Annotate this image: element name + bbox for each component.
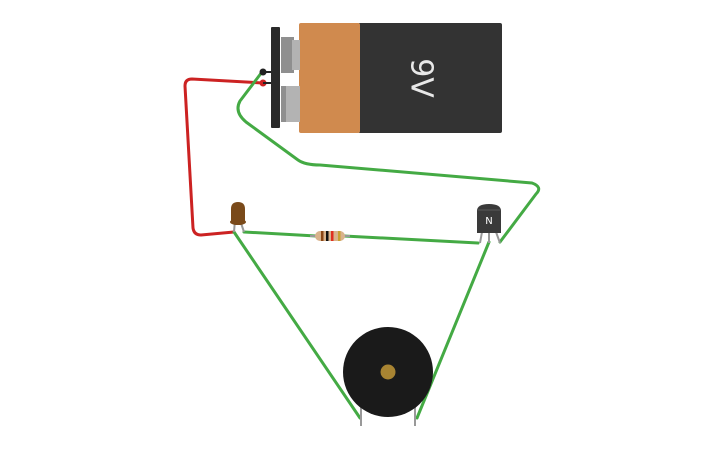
battery-9v[interactable]: 9V — [259, 23, 503, 133]
wire-green-resistor-to-transistor[interactable] — [342, 234, 480, 245]
battery-snap-plate — [271, 27, 280, 128]
resistor-band-1 — [321, 231, 324, 241]
buzzer-center — [380, 364, 396, 380]
wire-green-led-to-buzzer[interactable] — [232, 230, 362, 420]
resistor-band-2 — [326, 231, 329, 241]
led[interactable] — [230, 202, 246, 233]
wires — [183, 70, 541, 420]
wire-green-led-to-resistor[interactable] — [242, 230, 318, 238]
resistor[interactable] — [310, 231, 350, 241]
battery-label: 9V — [404, 58, 439, 98]
battery-body — [358, 23, 502, 133]
battery-terminal-positive — [281, 37, 294, 73]
led-rim — [230, 219, 246, 225]
transistor-npn[interactable]: N — [477, 204, 501, 244]
led-body — [231, 202, 245, 225]
resistor-band-4 — [338, 231, 341, 241]
wire-red-battery-to-led[interactable] — [183, 77, 265, 237]
wire-green-battery-to-transistor[interactable] — [236, 70, 541, 244]
transistor-lead-3 — [495, 231, 501, 244]
transistor-lead-1 — [479, 231, 483, 244]
transistor-body — [477, 204, 501, 233]
battery-terminal-negative-ring — [286, 86, 300, 122]
battery-copper-cap — [299, 23, 360, 133]
resistor-band-3 — [331, 231, 334, 241]
battery-terminal-positive-ring — [292, 40, 300, 70]
piezo-buzzer[interactable] — [343, 327, 433, 426]
transistor-label: N — [485, 216, 492, 227]
